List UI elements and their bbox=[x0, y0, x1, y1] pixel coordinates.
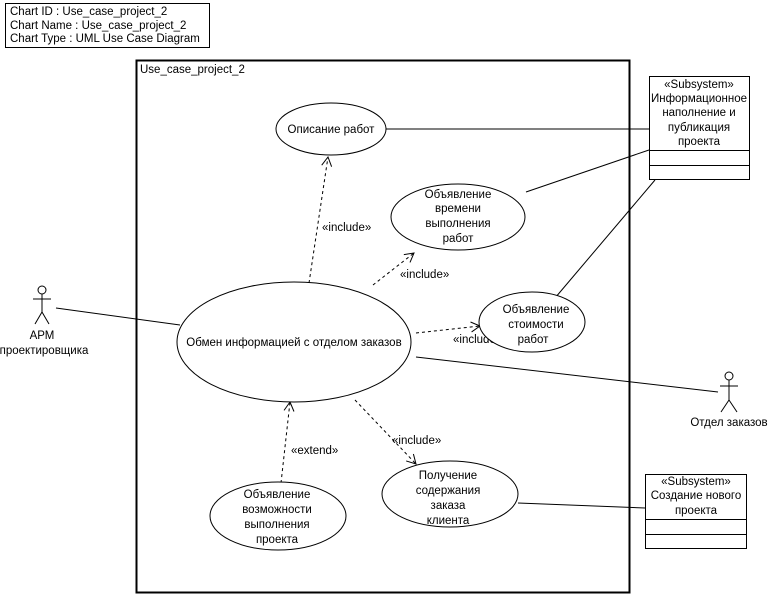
use-case-work-description[interactable]: Описание работ bbox=[275, 102, 387, 156]
include-label-work-description: «include» bbox=[322, 222, 371, 234]
system-boundary-title: Use_case_project_2 bbox=[140, 64, 245, 76]
use-case-label: работ bbox=[518, 334, 550, 346]
include-order-content[interactable] bbox=[354, 399, 417, 465]
subsystem-label: Создание нового bbox=[651, 490, 742, 502]
use-case-order-content[interactable]: Получение содержания заказа клиента bbox=[381, 460, 519, 528]
use-case-feasibility-announcement[interactable]: Объявление возможности выполнения проект… bbox=[209, 481, 347, 551]
use-case-label: Объявление bbox=[503, 304, 570, 316]
use-case-label: клиента bbox=[427, 515, 470, 527]
extend-label: «extend» bbox=[291, 445, 338, 457]
subsystem-label: публикация bbox=[668, 122, 730, 134]
use-case-label: проекта bbox=[256, 534, 299, 546]
subsystem-stereotype: «Subsystem» bbox=[664, 79, 734, 91]
use-case-label: стоимости bbox=[508, 319, 563, 331]
association-order-content-subsystem[interactable] bbox=[517, 502, 646, 509]
include-time-announcement[interactable] bbox=[372, 252, 415, 286]
subsystem-label: Информационное bbox=[651, 93, 747, 105]
system-boundary[interactable] bbox=[135, 59, 631, 594]
subsystem-label: наполнение и bbox=[662, 107, 735, 119]
association-info-exchange-orders-dept[interactable] bbox=[415, 356, 719, 393]
subsystem-stereotype: «Subsystem» bbox=[661, 476, 731, 488]
include-cost-announcement[interactable] bbox=[415, 321, 482, 334]
use-case-label: Описание работ bbox=[288, 124, 376, 136]
chart-id-text: Chart ID : Use_case_project_2 bbox=[10, 6, 168, 18]
chart-type-text: Chart Type : UML Use Case Diagram bbox=[10, 33, 200, 45]
use-case-label: Обмен информацией с отделом заказов bbox=[186, 337, 401, 349]
association-cost-announcement-subsystem[interactable] bbox=[554, 179, 656, 299]
actor-label: Отдел заказов bbox=[690, 417, 767, 429]
include-label-time-announcement: «include» bbox=[400, 269, 449, 281]
use-case-time-announcement[interactable]: Объявление времени выполнения работ bbox=[390, 183, 526, 251]
subsystem-info-publication[interactable]: «Subsystem» Информационное наполнение и … bbox=[649, 76, 750, 180]
use-case-info-exchange[interactable]: Обмен информацией с отделом заказов bbox=[176, 281, 412, 403]
subsystem-new-project[interactable]: «Subsystem» Создание нового проекта bbox=[645, 474, 747, 549]
use-case-label: заказа bbox=[431, 500, 466, 512]
actor-orders-department[interactable]: Отдел заказов bbox=[690, 371, 768, 429]
subsystem-label: проекта bbox=[678, 136, 721, 148]
actor-label: АРМ bbox=[30, 330, 55, 342]
stick-figure-icon bbox=[33, 285, 51, 325]
stick-figure-icon bbox=[720, 371, 738, 413]
actor-label: проектировщика bbox=[0, 345, 89, 357]
use-case-cost-announcement[interactable]: Объявление стоимости работ bbox=[478, 291, 586, 353]
use-case-label: Объявление bbox=[425, 189, 492, 201]
use-case-label: Объявление bbox=[244, 489, 311, 501]
include-label-order-content: «include» bbox=[392, 435, 441, 447]
subsystem-label: проекта bbox=[675, 505, 718, 517]
use-case-label: работ bbox=[443, 233, 475, 245]
use-case-label: времени bbox=[435, 203, 481, 215]
extend-feasibility-to-info-exchange[interactable] bbox=[280, 400, 295, 484]
use-case-label: возможности bbox=[242, 504, 312, 516]
chart-info-box: Chart ID : Use_case_project_2 Chart Name… bbox=[5, 3, 210, 48]
use-case-label: Получение bbox=[419, 470, 477, 482]
association-time-announcement-subsystem[interactable] bbox=[525, 149, 650, 193]
chart-name-text: Chart Name : Use_case_project_2 bbox=[10, 19, 187, 32]
use-case-label: содержания bbox=[416, 485, 481, 497]
use-case-label: выполнения bbox=[425, 218, 490, 230]
association-arm-info-exchange[interactable] bbox=[55, 307, 181, 326]
use-case-label: выполнения bbox=[244, 519, 309, 531]
include-work-description[interactable] bbox=[308, 155, 333, 284]
actor-arm-designer[interactable]: АРМ проектировщика bbox=[0, 285, 89, 357]
